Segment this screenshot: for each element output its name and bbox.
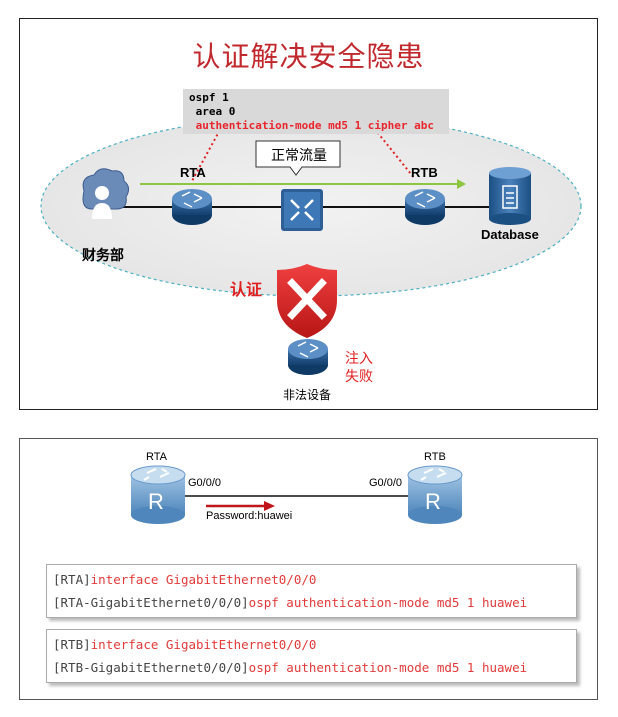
config-line: area 0 bbox=[189, 105, 236, 118]
traffic-callout bbox=[255, 140, 341, 176]
config-line: ospf 1 bbox=[189, 91, 229, 104]
panel-title: 认证解决安全隐患 bbox=[192, 40, 425, 73]
auth-solution-panel: 认证解决安全隐患 bbox=[19, 18, 598, 410]
network-diagram bbox=[40, 115, 582, 375]
rta-label: RTA bbox=[146, 451, 167, 463]
rtb-label: RTB bbox=[411, 165, 438, 180]
config-line-auth: authentication-mode md5 1 cipher abc bbox=[189, 119, 435, 132]
finance-dept-label: 财务部 bbox=[82, 247, 124, 263]
router-letter: R bbox=[148, 489, 164, 514]
normal-traffic-label: 正常流量 bbox=[271, 147, 327, 163]
rtb-router-icon bbox=[405, 189, 445, 225]
rta-router-icon bbox=[130, 465, 186, 524]
cli-line: [RTA-GigabitEthernet0/0/0]ospf authentic… bbox=[53, 595, 528, 610]
inject-fail-label: 注入 失败 bbox=[345, 350, 373, 384]
rta-port-label: G0/0/0 bbox=[188, 477, 222, 489]
switch-icon bbox=[281, 189, 323, 231]
auth-block-shield-icon bbox=[277, 264, 337, 338]
rtb-port-label: G0/0/0 bbox=[369, 477, 403, 489]
illegal-device-router-icon bbox=[288, 339, 328, 375]
rtb-cli-block: [RTB]interface GigabitEthernet0/0/0 [RTB… bbox=[46, 629, 577, 683]
auth-label: 认证 bbox=[230, 282, 263, 299]
rta-label: RTA bbox=[180, 165, 206, 180]
config-pointer-rtb bbox=[364, 116, 416, 180]
cli-line: [RTB-GigabitEthernet0/0/0]ospf authentic… bbox=[53, 660, 528, 675]
rta-router-icon bbox=[172, 189, 212, 225]
database-label: Database bbox=[481, 227, 539, 242]
cli-line: [RTB]interface GigabitEthernet0/0/0 bbox=[53, 637, 317, 652]
finance-dept-icon bbox=[82, 168, 130, 219]
rtb-label: RTB bbox=[424, 451, 446, 463]
illegal-device-label: 非法设备 bbox=[283, 388, 332, 402]
database-icon bbox=[489, 167, 531, 225]
router-letter: R bbox=[425, 489, 441, 514]
ospf-config-box: ospf 1 area 0 authentication-mode md5 1 … bbox=[183, 89, 449, 134]
password-label: Password:huawei bbox=[206, 510, 293, 522]
rta-cli-block: [RTA]interface GigabitEthernet0/0/0 [RTA… bbox=[46, 564, 577, 618]
rtb-router-icon bbox=[407, 465, 463, 524]
topology-diagram bbox=[130, 465, 463, 524]
cli-line: [RTA]interface GigabitEthernet0/0/0 bbox=[53, 572, 317, 587]
config-pointer-rta bbox=[191, 116, 228, 182]
auth-config-panel: RTA RTB R R G0/0/0 G0/0/0 Password:huawe… bbox=[19, 438, 598, 700]
